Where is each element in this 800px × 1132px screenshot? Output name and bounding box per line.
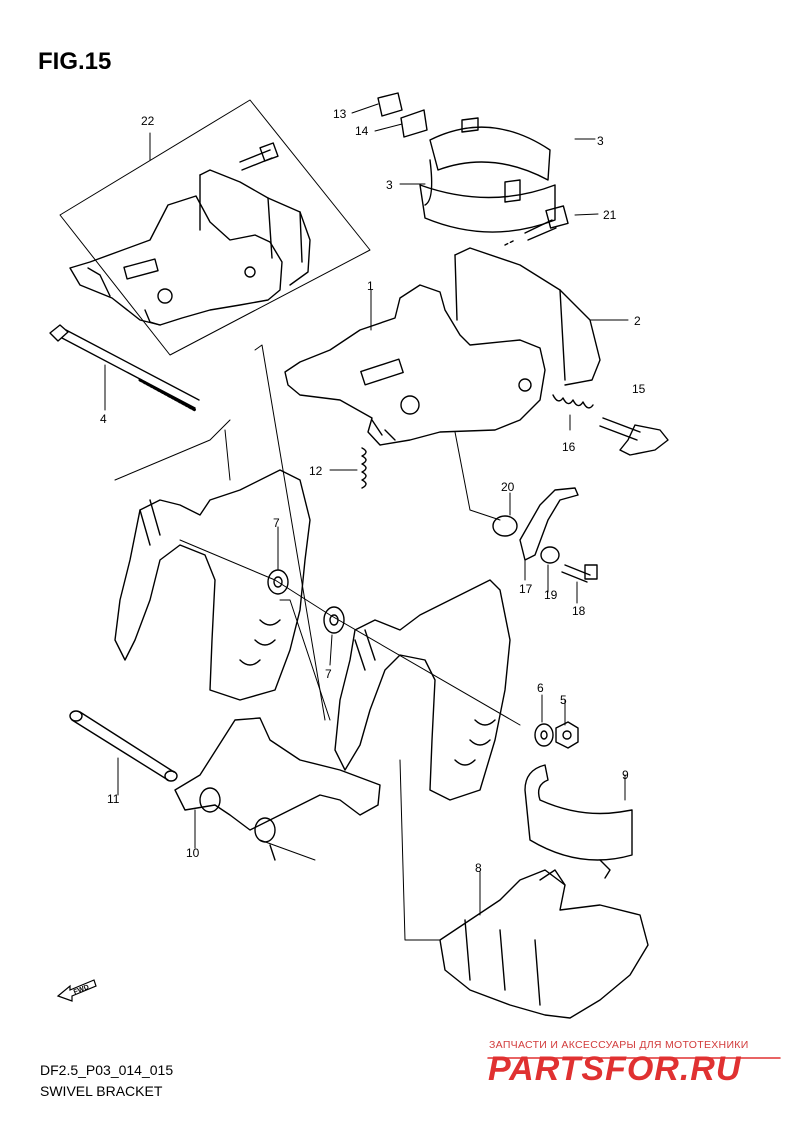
callout-20: 20 xyxy=(501,480,515,494)
fwd-arrow-icon: FWD xyxy=(56,979,97,1002)
callout-2: 2 xyxy=(634,314,641,328)
stern-bracket-left xyxy=(114,419,311,701)
pad-13-14 xyxy=(377,92,428,138)
callout-leaders xyxy=(117,103,629,916)
lever-17-parts xyxy=(492,487,598,583)
callout-14: 14 xyxy=(355,124,369,138)
watermark-tagline: ЗАПЧАСТИ И АКСЕССУАРЫ ДЛЯ МОТОТЕХНИКИ xyxy=(489,1039,749,1051)
callout-7b: 7 xyxy=(325,667,332,681)
callout-22: 22 xyxy=(141,114,155,128)
tilt-lever-10 xyxy=(174,717,381,861)
callout-11: 11 xyxy=(107,792,120,806)
callout-16: 16 xyxy=(562,440,576,454)
callout-4: 4 xyxy=(100,412,107,426)
callout-10: 10 xyxy=(186,846,200,860)
bolt-21 xyxy=(504,205,569,246)
callout-1: 1 xyxy=(367,279,374,293)
spring-16 xyxy=(552,394,594,409)
swivel-bracket-1 xyxy=(284,247,601,446)
plate-9 xyxy=(524,764,633,879)
callout-18: 18 xyxy=(572,604,586,618)
callout-5: 5 xyxy=(560,693,567,707)
leader-lines xyxy=(179,344,521,941)
callout-3a: 3 xyxy=(597,134,604,148)
callout-17: 17 xyxy=(519,582,533,596)
callout-12: 12 xyxy=(309,464,323,478)
figure-name: SWIVEL BRACKET xyxy=(40,1083,163,1099)
lock-screw-15 xyxy=(599,417,669,456)
bolt-4 xyxy=(49,324,200,412)
model-code: DF2.5_P03_014_015 xyxy=(40,1062,174,1078)
pin-11 xyxy=(69,710,178,782)
figure-title: FIG.15 xyxy=(38,48,112,75)
assembly-22-box xyxy=(59,99,371,356)
fwd-label: FWD xyxy=(73,984,90,996)
callout-13: 13 xyxy=(333,107,347,121)
washer-6 xyxy=(534,723,554,747)
spring-12 xyxy=(361,447,367,489)
callout-19: 19 xyxy=(544,588,558,602)
callout-15: 15 xyxy=(632,382,646,396)
callout-numbers: 22 13 14 3 3 21 1 2 4 15 16 12 20 7 17 1… xyxy=(100,107,646,875)
callout-3b: 3 xyxy=(386,178,393,192)
callout-6: 6 xyxy=(537,681,544,695)
washer-7 xyxy=(267,569,345,634)
clamp-bracket-assembly-22 xyxy=(69,142,311,326)
bushing-3 xyxy=(419,117,556,233)
callout-9: 9 xyxy=(622,768,629,782)
callout-21: 21 xyxy=(603,208,617,222)
callout-8: 8 xyxy=(475,861,482,875)
stern-bracket-right xyxy=(334,579,511,801)
nut-5 xyxy=(555,721,579,749)
thrust-bracket-8 xyxy=(439,869,649,1019)
callout-7a: 7 xyxy=(273,516,280,530)
watermark-logo: PARTSFOR.RU xyxy=(488,1050,742,1088)
